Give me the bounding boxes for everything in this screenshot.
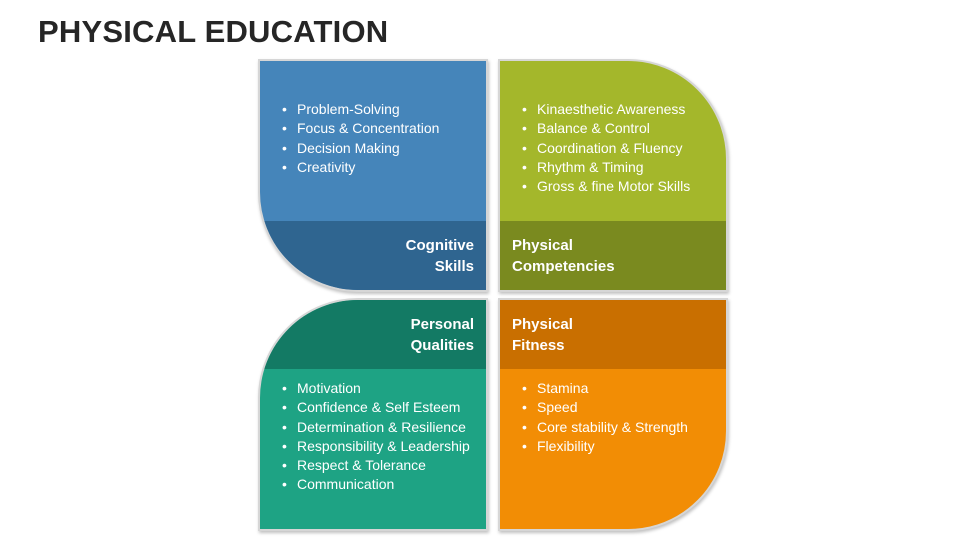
label-line: Personal — [410, 315, 474, 333]
physical-competencies-list: Kinaesthetic Awareness Balance & Control… — [500, 100, 726, 197]
label-line: Fitness — [512, 336, 565, 354]
list-item: Kinaesthetic Awareness — [522, 100, 716, 120]
list-item: Confidence & Self Esteem — [282, 398, 476, 418]
cognitive-skills-petal: Problem-Solving Focus & Concentration De… — [258, 59, 488, 292]
list-item: Problem-Solving — [282, 100, 476, 120]
label-line: Skills — [434, 257, 474, 275]
list-item: Gross & fine Motor Skills — [522, 177, 716, 197]
physical-fitness-list: Stamina Speed Core stability & Strength … — [500, 379, 726, 456]
label-line: Competencies — [512, 257, 615, 275]
label-line: Qualities — [410, 336, 474, 354]
physical-fitness-label: Physical Fitness — [500, 300, 726, 369]
list-item: Communication — [282, 475, 476, 495]
label-line: Physical — [512, 315, 573, 333]
personal-qualities-label: Personal Qualities — [260, 300, 486, 369]
physical-competencies-label: Physical Competencies — [500, 221, 726, 290]
list-item: Rhythm & Timing — [522, 158, 716, 178]
list-item: Flexibility — [522, 437, 716, 457]
list-item: Respect & Tolerance — [282, 456, 476, 476]
list-item: Decision Making — [282, 139, 476, 159]
cognitive-skills-list: Problem-Solving Focus & Concentration De… — [260, 100, 486, 177]
list-item: Speed — [522, 398, 716, 418]
list-item: Balance & Control — [522, 119, 716, 139]
list-item: Determination & Resilience — [282, 418, 476, 438]
list-item: Creativity — [282, 158, 476, 178]
physical-competencies-petal: Kinaesthetic Awareness Balance & Control… — [498, 59, 728, 292]
list-item: Core stability & Strength — [522, 418, 716, 438]
list-item: Stamina — [522, 379, 716, 399]
cognitive-skills-label: Cognitive Skills — [260, 221, 486, 290]
label-line: Cognitive — [405, 236, 474, 254]
physical-fitness-petal: Physical Fitness Stamina Speed Core stab… — [498, 298, 728, 531]
list-item: Coordination & Fluency — [522, 139, 716, 159]
personal-qualities-list: Motivation Confidence & Self Esteem Dete… — [260, 379, 486, 495]
list-item: Responsibility & Leadership — [282, 437, 476, 457]
personal-qualities-petal: Personal Qualities Motivation Confidence… — [258, 298, 488, 531]
list-item: Motivation — [282, 379, 476, 399]
label-line: Physical — [512, 236, 573, 254]
list-item: Focus & Concentration — [282, 119, 476, 139]
page-title: PHYSICAL EDUCATION — [38, 14, 389, 49]
